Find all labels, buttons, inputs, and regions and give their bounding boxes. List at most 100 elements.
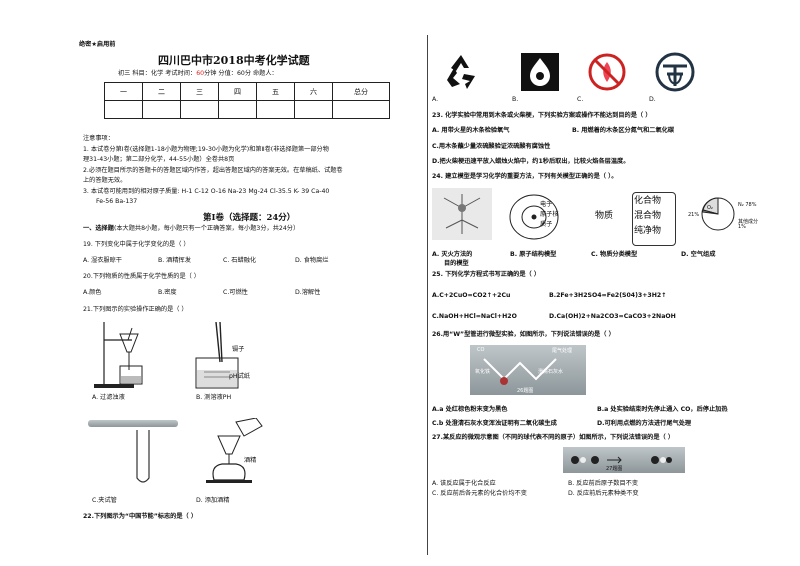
energy-saving-logo-icon bbox=[655, 52, 695, 92]
q24-option-d[interactable]: D. 空气组成 bbox=[681, 251, 716, 258]
question-22: 22.下列图示为“中国节能”标志的是（ ） bbox=[83, 513, 198, 520]
atom-structure-model-figure bbox=[509, 194, 559, 240]
q23-option-a[interactable]: A. 用带火星的木条检验氧气 bbox=[432, 127, 510, 134]
score-col-total: 总分 bbox=[332, 82, 390, 101]
q26-option-d[interactable]: D.可利用点燃的方法进行尾气处理 bbox=[597, 420, 692, 427]
w-tube-label-co: CO bbox=[477, 347, 485, 353]
q24-option-a[interactable]: A. 灭火方法的 bbox=[432, 251, 473, 258]
question-19: 19. 下列变化中属于化学变化的是（ ） bbox=[83, 241, 190, 248]
classification-model-box bbox=[632, 192, 676, 246]
class-pure: 纯净物 bbox=[634, 226, 662, 236]
pie-label-1: 1% bbox=[738, 224, 746, 230]
pie-label-o2: O₂ bbox=[707, 205, 713, 211]
q25-option-a[interactable]: A.C+2CuO=CO2↑+2Cu bbox=[432, 292, 511, 299]
score-col: 六 bbox=[294, 82, 333, 101]
q26-option-b[interactable]: B.a 处实验结束时先停止通入 CO，后停止加热 bbox=[597, 406, 728, 413]
q23-option-c[interactable]: C.用木条蘸少量浓硫酸验证浓硫酸有腐蚀性 bbox=[432, 143, 551, 150]
w-tube-label-iron-oxide: 氧化铁 bbox=[475, 369, 491, 375]
score-col: 三 bbox=[180, 82, 219, 101]
pie-label-n2: N₂ 78% bbox=[738, 202, 757, 208]
alcohol-label: 酒精 bbox=[244, 457, 257, 464]
q25-option-c[interactable]: C.NaOH+HCl=NaCl+H2O bbox=[432, 313, 517, 320]
question-24: 24. 建立模型是学习化学的重要方法，下列有关模型正确的是（ ）。 bbox=[432, 173, 618, 180]
fire-extinguish-model-figure bbox=[432, 188, 492, 240]
q26-option-c[interactable]: C.b 处澄清石灰水变浑浊证明有二氧化碳生成 bbox=[432, 420, 557, 427]
alcohol-lamp-figure bbox=[206, 418, 263, 483]
q20-option-b[interactable]: B.密度 bbox=[158, 289, 177, 296]
q27-option-d[interactable]: D. 反应前后元素种类不变 bbox=[568, 490, 639, 497]
ph-paper-label: pH试纸 bbox=[229, 373, 250, 380]
score-col: 四 bbox=[218, 82, 257, 101]
tweezers-label: 镊子 bbox=[232, 346, 245, 353]
q22-option-c[interactable]: C. bbox=[577, 96, 584, 103]
secret-mark: 绝密★启用前 bbox=[79, 41, 116, 48]
score-col: 二 bbox=[142, 82, 181, 101]
q25-option-b[interactable]: B.2Fe+3H2SO4=Fe2(S04)3+3H2↑ bbox=[549, 292, 667, 299]
exam-info: 初三 科目：化学 考试时间：60分钟 分值：60分 命题人： bbox=[118, 70, 278, 77]
class-mixture: 混合物 bbox=[634, 211, 662, 221]
recycle-logo-icon bbox=[447, 55, 475, 89]
score-col: 一 bbox=[104, 82, 143, 101]
q20-option-c[interactable]: C.可燃性 bbox=[223, 289, 248, 296]
q19-option-c[interactable]: C. 石蜡融化 bbox=[223, 257, 257, 264]
exam-title: 四川巴中市2018中考化学试题 bbox=[158, 54, 310, 67]
air-composition-pie-figure bbox=[701, 197, 735, 231]
note-1-cont: 理31-43小题；第二部分化学，44-55小题）全卷共8页 bbox=[83, 156, 235, 163]
note-2: 2.必须在题目所示的答题卡的答题区域内作答，超出答题区域内的答案无效。在草稿纸、… bbox=[83, 167, 343, 174]
question-25: 25. 下列化学方程式书写正确的是（ ） bbox=[432, 271, 541, 278]
q19-option-b[interactable]: B. 酒精挥发 bbox=[158, 257, 191, 264]
q27-option-b[interactable]: B. 反应前后原子数目不变 bbox=[568, 480, 639, 487]
q24-option-a-cont: 目的模型 bbox=[444, 260, 469, 267]
note-3-cont: Fe-56 Ba-137 bbox=[96, 198, 138, 205]
section1-title: 第Ⅰ卷（选择题：24分） bbox=[203, 213, 296, 223]
score-col: 五 bbox=[256, 82, 295, 101]
section1-intro: 一、选择题(本大题共8小题，每小题只有一个正确答案，每小题3分，共24分） bbox=[83, 225, 300, 232]
filtration-apparatus-figure bbox=[94, 322, 143, 388]
question-23: 23. 化学实验中常用到木条或火柴梗，下列实验方案或操作不能达到目的是（ ） bbox=[432, 112, 652, 119]
q21-option-c[interactable]: C.夹试管 bbox=[92, 497, 117, 504]
q24-option-b[interactable]: B. 原子结构模型 bbox=[510, 251, 557, 258]
notes-heading: 注意事项： bbox=[83, 135, 114, 142]
q23-option-b[interactable]: B. 用燃着的木条区分氮气和二氧化碳 bbox=[572, 127, 675, 134]
w-tube-label-limewater: 澄清石灰水 bbox=[538, 369, 564, 375]
q26-option-a[interactable]: A.a 处红棕色粉末变为黑色 bbox=[432, 406, 508, 413]
atom-label-proton: 质子 bbox=[540, 221, 553, 228]
q22-option-d[interactable]: D. bbox=[649, 96, 656, 103]
atom-label-nucleus: 原子核 bbox=[540, 211, 559, 218]
water-saving-logo-icon bbox=[521, 53, 559, 91]
note-3: 3. 本试卷可能用到的相对原子质量: H-1 C-12 O-16 Na-23 M… bbox=[83, 188, 330, 195]
q21-option-d[interactable]: D. 添加酒精 bbox=[196, 497, 230, 504]
reaction-figure-caption: 27题图 bbox=[606, 466, 623, 472]
ph-test-figure bbox=[195, 322, 239, 389]
classification-root: 物质 bbox=[595, 211, 614, 221]
q19-option-a[interactable]: A. 湿衣服晾干 bbox=[83, 257, 122, 264]
note-2-cont: 上的答题无效。 bbox=[83, 177, 127, 184]
pie-label-21: 21% bbox=[688, 212, 700, 218]
w-tube-experiment-figure bbox=[470, 345, 586, 395]
no-fire-logo-icon bbox=[588, 53, 626, 91]
q25-option-d[interactable]: D.Ca(OH)2+Na2CO3=CaCO3+2NaOH bbox=[549, 313, 676, 320]
q27-option-a[interactable]: A. 该反应属于化合反应 bbox=[432, 480, 496, 487]
q20-option-a[interactable]: A.颜色 bbox=[83, 289, 102, 296]
test-tube-holder-figure bbox=[88, 420, 178, 427]
q21-option-a[interactable]: A. 过滤浊液 bbox=[92, 394, 125, 401]
q20-option-d[interactable]: D.溶解性 bbox=[295, 289, 321, 296]
q23-option-d[interactable]: D.把火柴梗迅速平放入蜡烛火焰中，约1秒后取出，比较火焰各层温度。 bbox=[432, 158, 630, 165]
class-compound: 化合物 bbox=[634, 196, 662, 206]
question-27: 27.某反应的微观示意图（不同的球代表不同的原子）如图所示，下列说法错误的是（ … bbox=[432, 434, 675, 441]
q21-option-b[interactable]: B. 测溶液PH bbox=[196, 394, 232, 401]
question-21: 21.下列图示的实验操作正确的是（ ） bbox=[83, 306, 188, 313]
w-tube-caption: 26题图 bbox=[517, 388, 534, 394]
question-26: 26.用“W”型管进行微型实验，如图所示，下列说法错误的是（ ） bbox=[432, 331, 615, 338]
question-20: 20.下列物质的性质属于化学性质的是（ ） bbox=[83, 273, 200, 280]
atom-label-electron: 电子 bbox=[540, 201, 553, 208]
column-divider bbox=[427, 35, 428, 555]
score-table: 一 二 三 四 五 六 总分 bbox=[104, 82, 390, 119]
q19-option-d[interactable]: D. 食物腐烂 bbox=[295, 257, 329, 264]
q27-option-c[interactable]: C. 反应前后各元素的化合价均不变 bbox=[432, 490, 527, 497]
reaction-microscopic-figure bbox=[563, 447, 685, 473]
q22-option-a[interactable]: A. bbox=[432, 96, 439, 103]
q22-option-b[interactable]: B. bbox=[512, 96, 519, 103]
q24-option-c[interactable]: C. 物质分类模型 bbox=[591, 251, 638, 258]
w-tube-label-exhaust: 尾气处理 bbox=[552, 348, 573, 354]
